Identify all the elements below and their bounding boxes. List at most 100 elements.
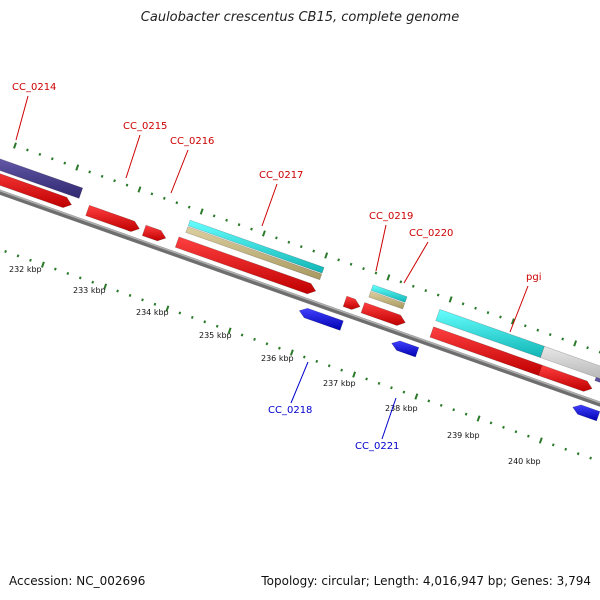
tick-mark-upper bbox=[561, 337, 565, 341]
tick-mark-lower bbox=[4, 249, 7, 253]
tick-mark-upper bbox=[162, 196, 166, 200]
gene-label: CC_0221 bbox=[355, 441, 399, 452]
tick-mark-lower bbox=[165, 305, 170, 312]
tick-mark-lower bbox=[66, 271, 70, 275]
scale-label: 234 kbp bbox=[136, 308, 169, 317]
gene-label: CC_0214 bbox=[12, 82, 56, 93]
forward-cds bbox=[537, 364, 593, 392]
tick-mark-lower bbox=[452, 408, 456, 412]
tick-mark-lower bbox=[278, 346, 281, 350]
backbone-line bbox=[0, 189, 600, 407]
tick-mark-lower bbox=[340, 368, 344, 372]
gene-label: CC_0216 bbox=[170, 136, 214, 147]
tick-mark-lower bbox=[265, 342, 269, 346]
gene-label-leader bbox=[403, 241, 429, 284]
tick-mark-upper bbox=[113, 179, 116, 183]
tick-mark-lower bbox=[402, 390, 406, 394]
feature-block-cyan bbox=[370, 284, 408, 303]
gene-label-leader bbox=[261, 183, 278, 227]
tick-mark-upper bbox=[586, 346, 589, 350]
tick-mark-lower bbox=[538, 437, 543, 444]
tick-mark-upper bbox=[50, 157, 54, 161]
tick-mark-lower bbox=[215, 324, 219, 328]
tick-mark-lower bbox=[103, 283, 108, 290]
tick-mark-upper bbox=[474, 306, 477, 310]
tick-mark-upper bbox=[38, 152, 42, 156]
tick-mark-upper bbox=[225, 218, 228, 222]
gene-label-leader bbox=[170, 149, 189, 194]
forward-cds bbox=[141, 224, 167, 242]
scale-label: 233 kbp bbox=[73, 286, 106, 295]
forward-cds bbox=[85, 204, 140, 232]
tick-mark-upper bbox=[461, 302, 465, 306]
tick-mark-upper bbox=[523, 324, 527, 328]
tick-mark-lower bbox=[289, 349, 294, 356]
tick-mark-upper bbox=[261, 230, 266, 237]
tick-mark-lower bbox=[315, 359, 319, 363]
tick-mark-upper bbox=[374, 271, 378, 275]
gene-label-leader bbox=[15, 95, 29, 141]
tick-mark-lower bbox=[576, 452, 580, 456]
tick-mark-lower bbox=[476, 415, 481, 422]
tick-mark-lower bbox=[527, 434, 530, 438]
scale-label: 238 kbp bbox=[385, 404, 418, 413]
tick-mark-upper bbox=[536, 328, 540, 332]
tick-mark-lower bbox=[227, 327, 232, 334]
reverse-cds bbox=[391, 340, 420, 358]
tick-mark-lower bbox=[502, 425, 505, 429]
tick-mark-upper bbox=[362, 267, 365, 271]
tick-mark-upper bbox=[299, 245, 303, 249]
gene-label: pgi bbox=[526, 272, 541, 283]
tick-mark-lower bbox=[78, 276, 82, 280]
tick-mark-upper bbox=[312, 249, 316, 253]
tick-mark-lower bbox=[439, 403, 443, 407]
map-title: Caulobacter crescentus CB15, complete ge… bbox=[140, 10, 460, 25]
tick-mark-lower bbox=[16, 254, 20, 258]
scale-label: 237 kbp bbox=[323, 379, 356, 388]
forward-cds bbox=[174, 236, 317, 295]
tick-mark-upper bbox=[349, 262, 353, 266]
tick-mark-upper bbox=[199, 208, 204, 215]
tick-mark-upper bbox=[499, 315, 502, 319]
forward-cds bbox=[360, 302, 406, 326]
scale-label: 239 kbp bbox=[447, 431, 480, 440]
tick-mark-lower bbox=[29, 258, 32, 262]
tick-mark-lower bbox=[327, 364, 331, 368]
tick-mark-upper bbox=[486, 311, 490, 315]
tick-mark-upper bbox=[448, 296, 453, 303]
tick-mark-lower bbox=[551, 443, 555, 447]
forward-cds bbox=[342, 295, 361, 310]
genome-stats-text: Topology: circular; Length: 4,016,947 bp… bbox=[261, 574, 591, 588]
tick-mark-lower bbox=[414, 393, 419, 400]
reverse-cds bbox=[572, 404, 600, 422]
tick-mark-lower bbox=[178, 311, 182, 315]
scale-label: 235 kbp bbox=[199, 331, 232, 340]
gene-label: CC_0220 bbox=[409, 228, 453, 239]
tick-mark-upper bbox=[337, 258, 340, 262]
tick-mark-lower bbox=[40, 261, 45, 268]
tick-mark-upper bbox=[548, 333, 552, 337]
tick-mark-lower bbox=[352, 371, 357, 378]
tick-mark-upper bbox=[386, 274, 391, 281]
tick-mark-lower bbox=[390, 386, 393, 390]
tick-mark-lower bbox=[240, 333, 244, 337]
tick-mark-upper bbox=[88, 170, 92, 174]
gene-label-leader bbox=[381, 397, 397, 440]
tick-mark-lower bbox=[377, 381, 381, 385]
tick-mark-upper bbox=[150, 192, 154, 196]
tick-mark-lower bbox=[190, 315, 194, 319]
scale-label: 236 kbp bbox=[261, 354, 294, 363]
tick-mark-upper bbox=[237, 223, 241, 227]
tick-mark-lower bbox=[564, 447, 568, 451]
tick-mark-lower bbox=[302, 355, 306, 359]
tick-mark-upper bbox=[275, 236, 278, 240]
feature-block-grey bbox=[540, 345, 600, 379]
forward-cds bbox=[0, 173, 72, 208]
feature-block-tan bbox=[185, 226, 323, 281]
feature-block-cyan bbox=[187, 219, 325, 274]
reverse-cds bbox=[298, 307, 344, 331]
tick-mark-lower bbox=[464, 412, 468, 416]
gene-label-leader bbox=[375, 224, 387, 272]
tick-mark-upper bbox=[250, 227, 253, 231]
